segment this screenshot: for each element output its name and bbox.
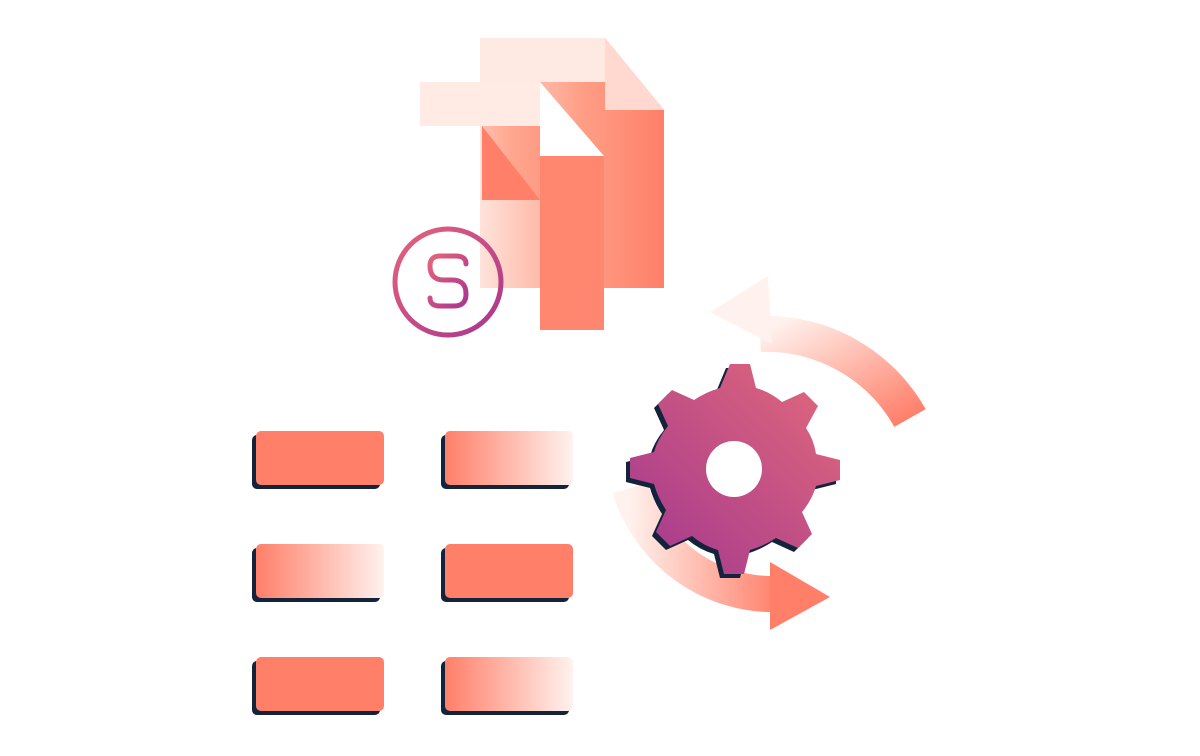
document-stack-icon xyxy=(420,38,664,330)
dollar-coin-icon xyxy=(392,226,504,338)
document-front xyxy=(420,82,604,330)
block-grid xyxy=(252,431,573,715)
arrow-top xyxy=(710,276,926,428)
refresh-arrows-icon xyxy=(612,276,926,630)
block-r1-c1 xyxy=(252,431,384,489)
block-r3-c2 xyxy=(441,657,573,715)
block-r3-c1 xyxy=(252,657,384,715)
block-r1-c2 xyxy=(441,431,573,489)
arrow-bottom xyxy=(612,482,830,630)
gear-icon xyxy=(626,364,840,578)
block-r2-c2 xyxy=(441,544,573,602)
block-r2-c1 xyxy=(252,544,384,602)
